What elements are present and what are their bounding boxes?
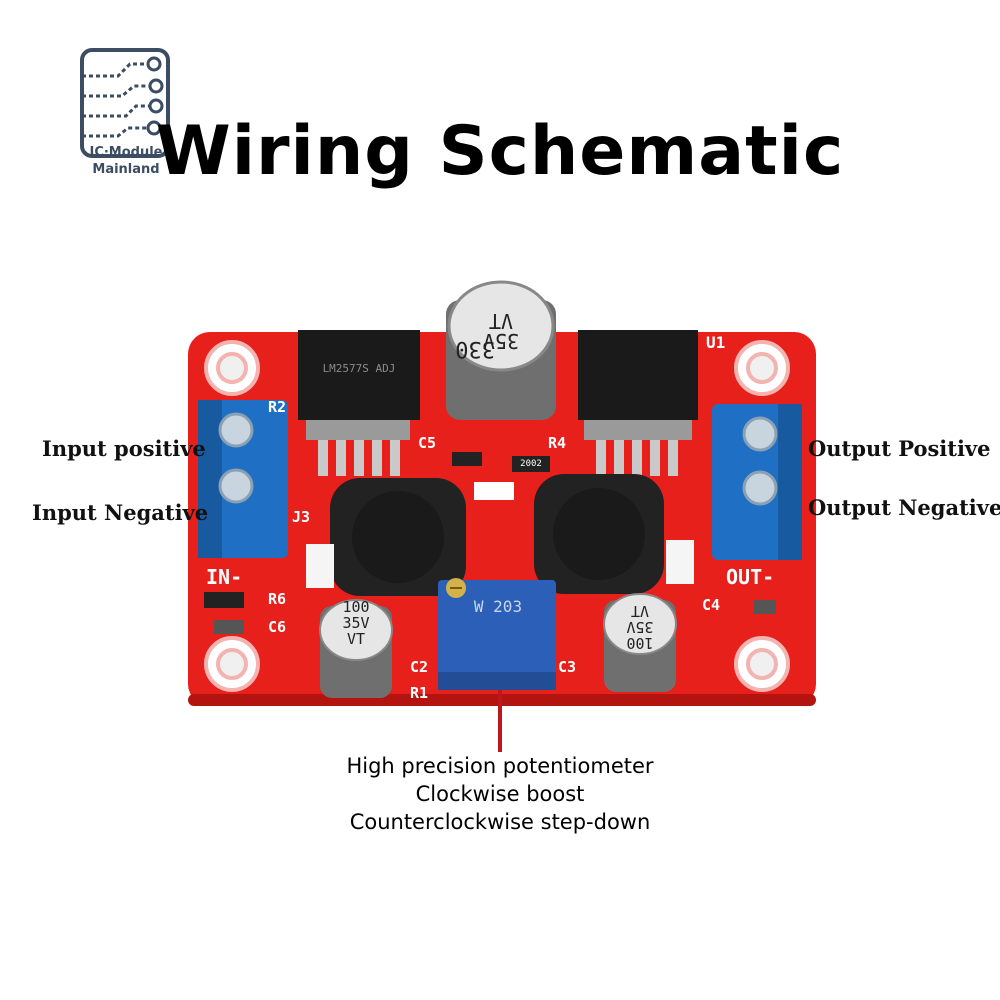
smd-parts [204,452,776,634]
silk-c4: C4 [702,596,720,614]
potentiometer-caption: High precision potentiometer Clockwise b… [300,752,700,836]
cap-top-line3: VT [489,309,513,333]
page-title: Wiring Schematic [155,112,845,191]
caption-line3: Counterclockwise step-down [349,810,651,834]
cap-top-line1: 330 [455,336,495,361]
silk-r2: R2 [268,398,286,416]
cap-left-line3: VT [347,630,365,648]
res-marking: 2002 [520,459,542,469]
capacitor-top: 330 [446,280,556,420]
silk-r6: R6 [268,590,286,608]
cap-right-line2: 35V [626,618,653,636]
caption-line1: High precision potentiometer [346,754,654,778]
right-ic [578,330,698,476]
capacitor-left [319,599,393,698]
label-input-negative: Input Negative [32,500,209,525]
ic-module-logo [80,48,170,158]
left-ic: LM2577S ADJ [298,330,420,476]
cap-left-line1: 100 [342,598,369,616]
silk-c6: C6 [268,618,286,636]
cap-left-line2: 35V [342,614,369,632]
silk-c5: C5 [418,434,436,452]
label-input-positive: Input positive [42,436,206,461]
logo-text: IC·Module Mainland [78,144,174,178]
silk-out: OUT- [726,565,774,589]
label-output-positive: Output Positive [808,436,991,461]
silk-r4: R4 [548,434,566,452]
label-output-negative: Output Negative [808,495,1000,520]
right-terminal-block [712,404,802,560]
caption-line2: Clockwise boost [415,782,585,806]
ic-marking: LM2577S ADJ [323,362,396,375]
silk-c2: C2 [410,658,428,676]
logo-line2: Mainland [92,162,160,177]
cap-right-line3: VT [631,602,649,620]
mounting-holes [204,340,790,692]
cap-top-line2: 35V [483,329,519,353]
cap-right-line1: 100 [626,634,653,652]
silk-j3: J3 [292,508,310,526]
capacitor-right [603,593,677,692]
silk-u1: U1 [706,333,725,352]
silk-in: IN- [206,565,242,589]
left-terminal-block [198,400,288,558]
potentiometer [438,578,556,690]
silk-r1: R1 [410,684,428,702]
pot-marking: W 203 [474,597,522,616]
silk-c3: C3 [558,658,576,676]
logo-line1: IC·Module [89,145,163,160]
